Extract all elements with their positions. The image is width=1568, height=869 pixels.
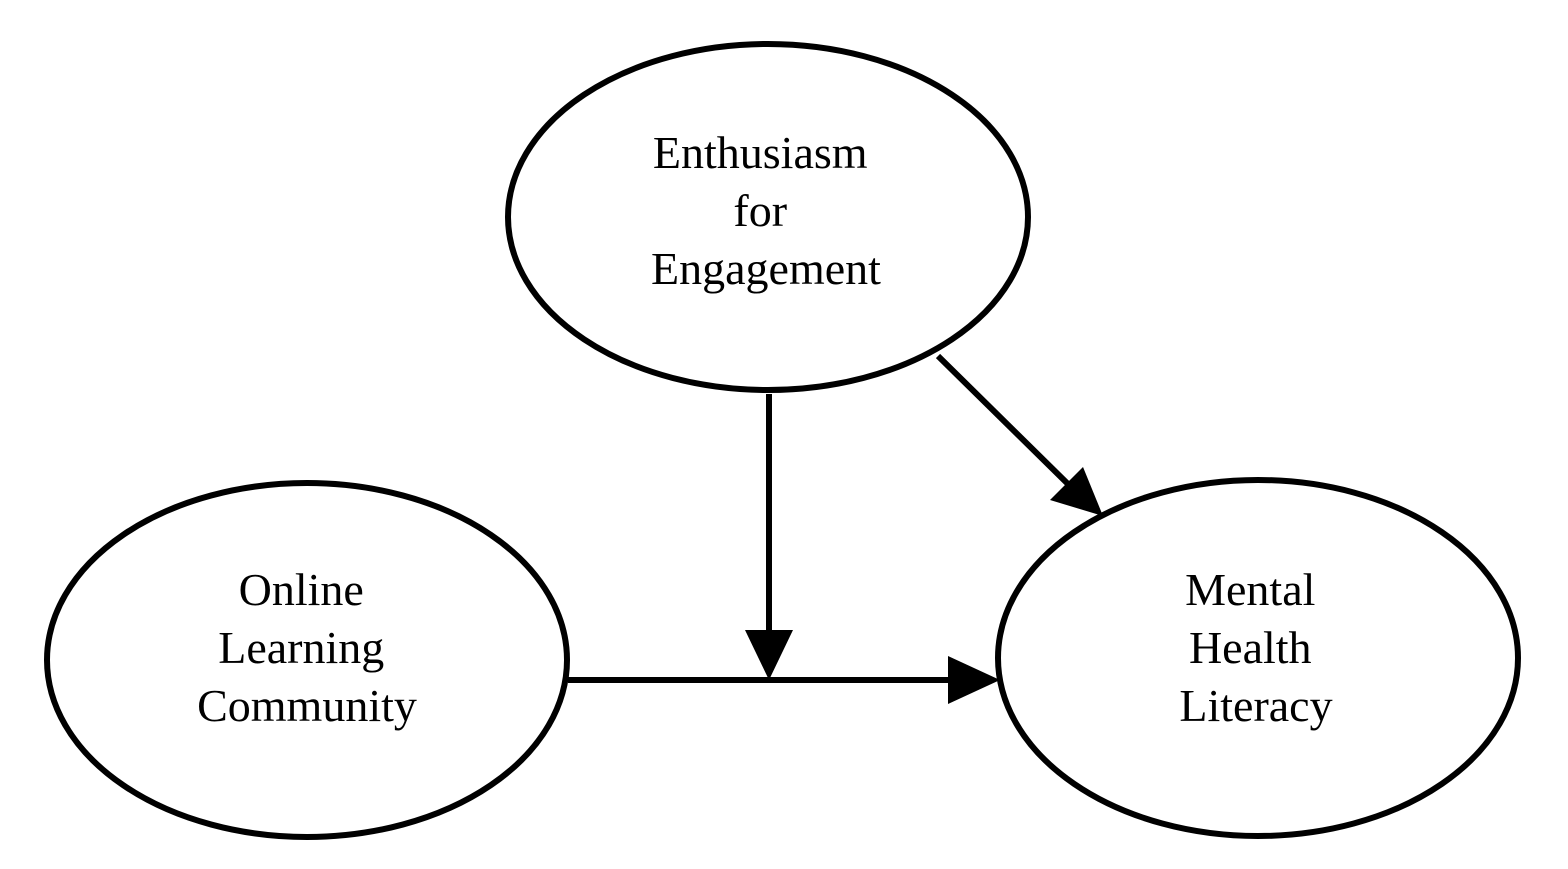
- node-enthusiasm-label: Enthusiasm for Engagement: [651, 127, 881, 294]
- node-community-line-3: Community: [197, 680, 417, 731]
- edge-enthusiasm-to-literacy-arrowhead: [1050, 467, 1103, 516]
- edge-enthusiasm-moderation-arrowhead: [745, 630, 793, 680]
- edge-enthusiasm-moderation: [745, 394, 793, 680]
- edge-community-to-literacy-arrowhead: [948, 656, 1000, 704]
- edge-community-to-literacy: [568, 656, 1000, 704]
- node-community-ellipse: [44, 480, 570, 840]
- edge-enthusiasm-to-literacy: [935, 353, 1103, 516]
- node-literacy-line-1: Mental: [1185, 564, 1315, 615]
- node-online-learning-community: Online Learning Community: [44, 480, 570, 840]
- node-enthusiasm-line-2: for: [733, 185, 787, 236]
- node-mental-health-literacy: Mental Health Literacy: [995, 477, 1521, 839]
- node-literacy-line-2: Health: [1189, 622, 1312, 673]
- node-literacy-line-3: Literacy: [1179, 680, 1332, 731]
- node-enthusiasm-ellipse: [505, 41, 1031, 393]
- edge-enthusiasm-to-literacy-line: [935, 353, 1073, 489]
- node-enthusiasm-line-3: Engagement: [651, 243, 881, 294]
- node-community-line-2: Learning: [218, 622, 384, 673]
- node-literacy-ellipse: [995, 477, 1521, 839]
- node-community-label: Online Learning Community: [197, 564, 417, 731]
- node-enthusiasm-for-engagement: Enthusiasm for Engagement: [505, 41, 1031, 393]
- node-community-line-1: Online: [239, 564, 364, 615]
- node-enthusiasm-line-1: Enthusiasm: [653, 127, 868, 178]
- node-literacy-label: Mental Health Literacy: [1179, 564, 1332, 731]
